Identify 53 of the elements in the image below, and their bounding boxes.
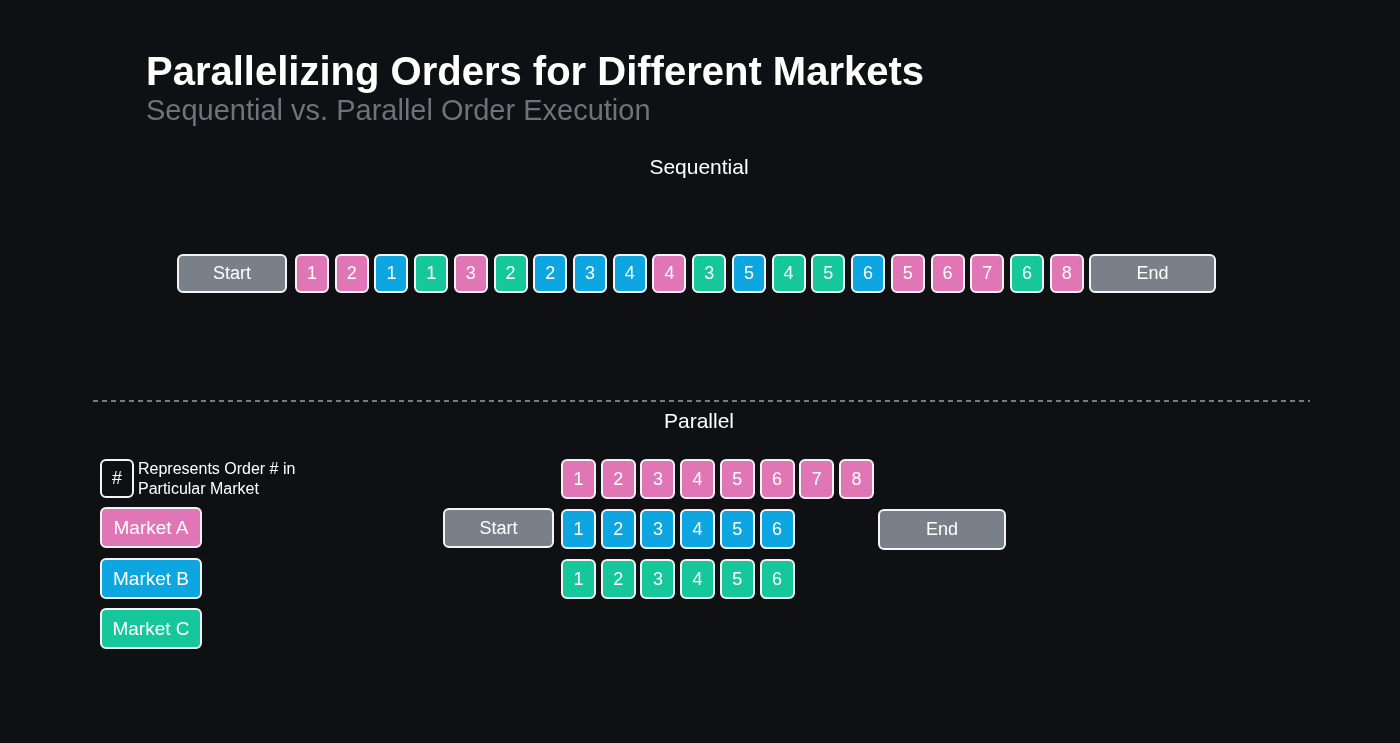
order-tile: 5: [731, 254, 766, 293]
order-tile: 5: [890, 254, 925, 293]
order-tile: 2: [600, 459, 636, 499]
order-tile: 1: [295, 254, 329, 293]
order-tile: 7: [970, 254, 1005, 293]
order-tile: 1: [374, 254, 409, 293]
order-tile: 8: [838, 459, 874, 499]
order-tile: 2: [600, 559, 636, 599]
terminal-box: Start: [443, 508, 554, 548]
order-tile: 6: [930, 254, 965, 293]
order-tile: 3: [640, 559, 676, 599]
order-tile: 8: [1049, 254, 1084, 293]
order-tile: 5: [719, 559, 755, 599]
order-tile: 4: [680, 559, 716, 599]
order-tile: 6: [1009, 254, 1044, 293]
order-tile: 5: [719, 509, 755, 549]
order-tile: 1: [414, 254, 449, 293]
subtitle: Sequential vs. Parallel Order Execution: [146, 94, 651, 127]
order-tile: 4: [680, 509, 716, 549]
legend-label: Market C: [112, 617, 190, 640]
order-tile: 4: [652, 254, 687, 293]
key-tile: #: [100, 459, 134, 498]
order-tile: 7: [799, 459, 835, 499]
terminal-box: End: [1089, 254, 1216, 293]
order-tile: 2: [533, 254, 568, 293]
order-tile: 3: [640, 459, 676, 499]
title: Parallelizing Orders for Different Markets: [146, 49, 924, 94]
section-heading: Parallel: [662, 409, 735, 433]
terminal-box: End: [878, 509, 1006, 550]
order-tile: 6: [851, 254, 886, 293]
order-tile: 2: [493, 254, 528, 293]
order-tile: 6: [759, 559, 795, 599]
order-tile: 3: [640, 509, 676, 549]
order-tile: 5: [811, 254, 846, 293]
legend-label: Market B: [113, 567, 189, 590]
order-tile: 1: [561, 559, 596, 599]
order-tile: 3: [573, 254, 608, 293]
order-tile: 3: [692, 254, 727, 293]
order-tile: 6: [759, 509, 795, 549]
order-tile: 3: [453, 254, 488, 293]
order-tile: 2: [334, 254, 369, 293]
section-heading: Sequential: [648, 155, 750, 179]
order-tile: 2: [600, 509, 636, 549]
order-tile: 4: [612, 254, 647, 293]
order-tile: 6: [759, 459, 795, 499]
terminal-box: Start: [177, 254, 287, 293]
legend-label: Market A: [113, 516, 189, 539]
order-tile: 1: [561, 509, 596, 549]
order-tile: 5: [719, 459, 755, 499]
order-tile: 4: [680, 459, 716, 499]
legend-note: Represents Order # in Particular Market: [138, 459, 297, 499]
order-tile: 1: [561, 459, 596, 499]
order-tile: 4: [771, 254, 806, 293]
